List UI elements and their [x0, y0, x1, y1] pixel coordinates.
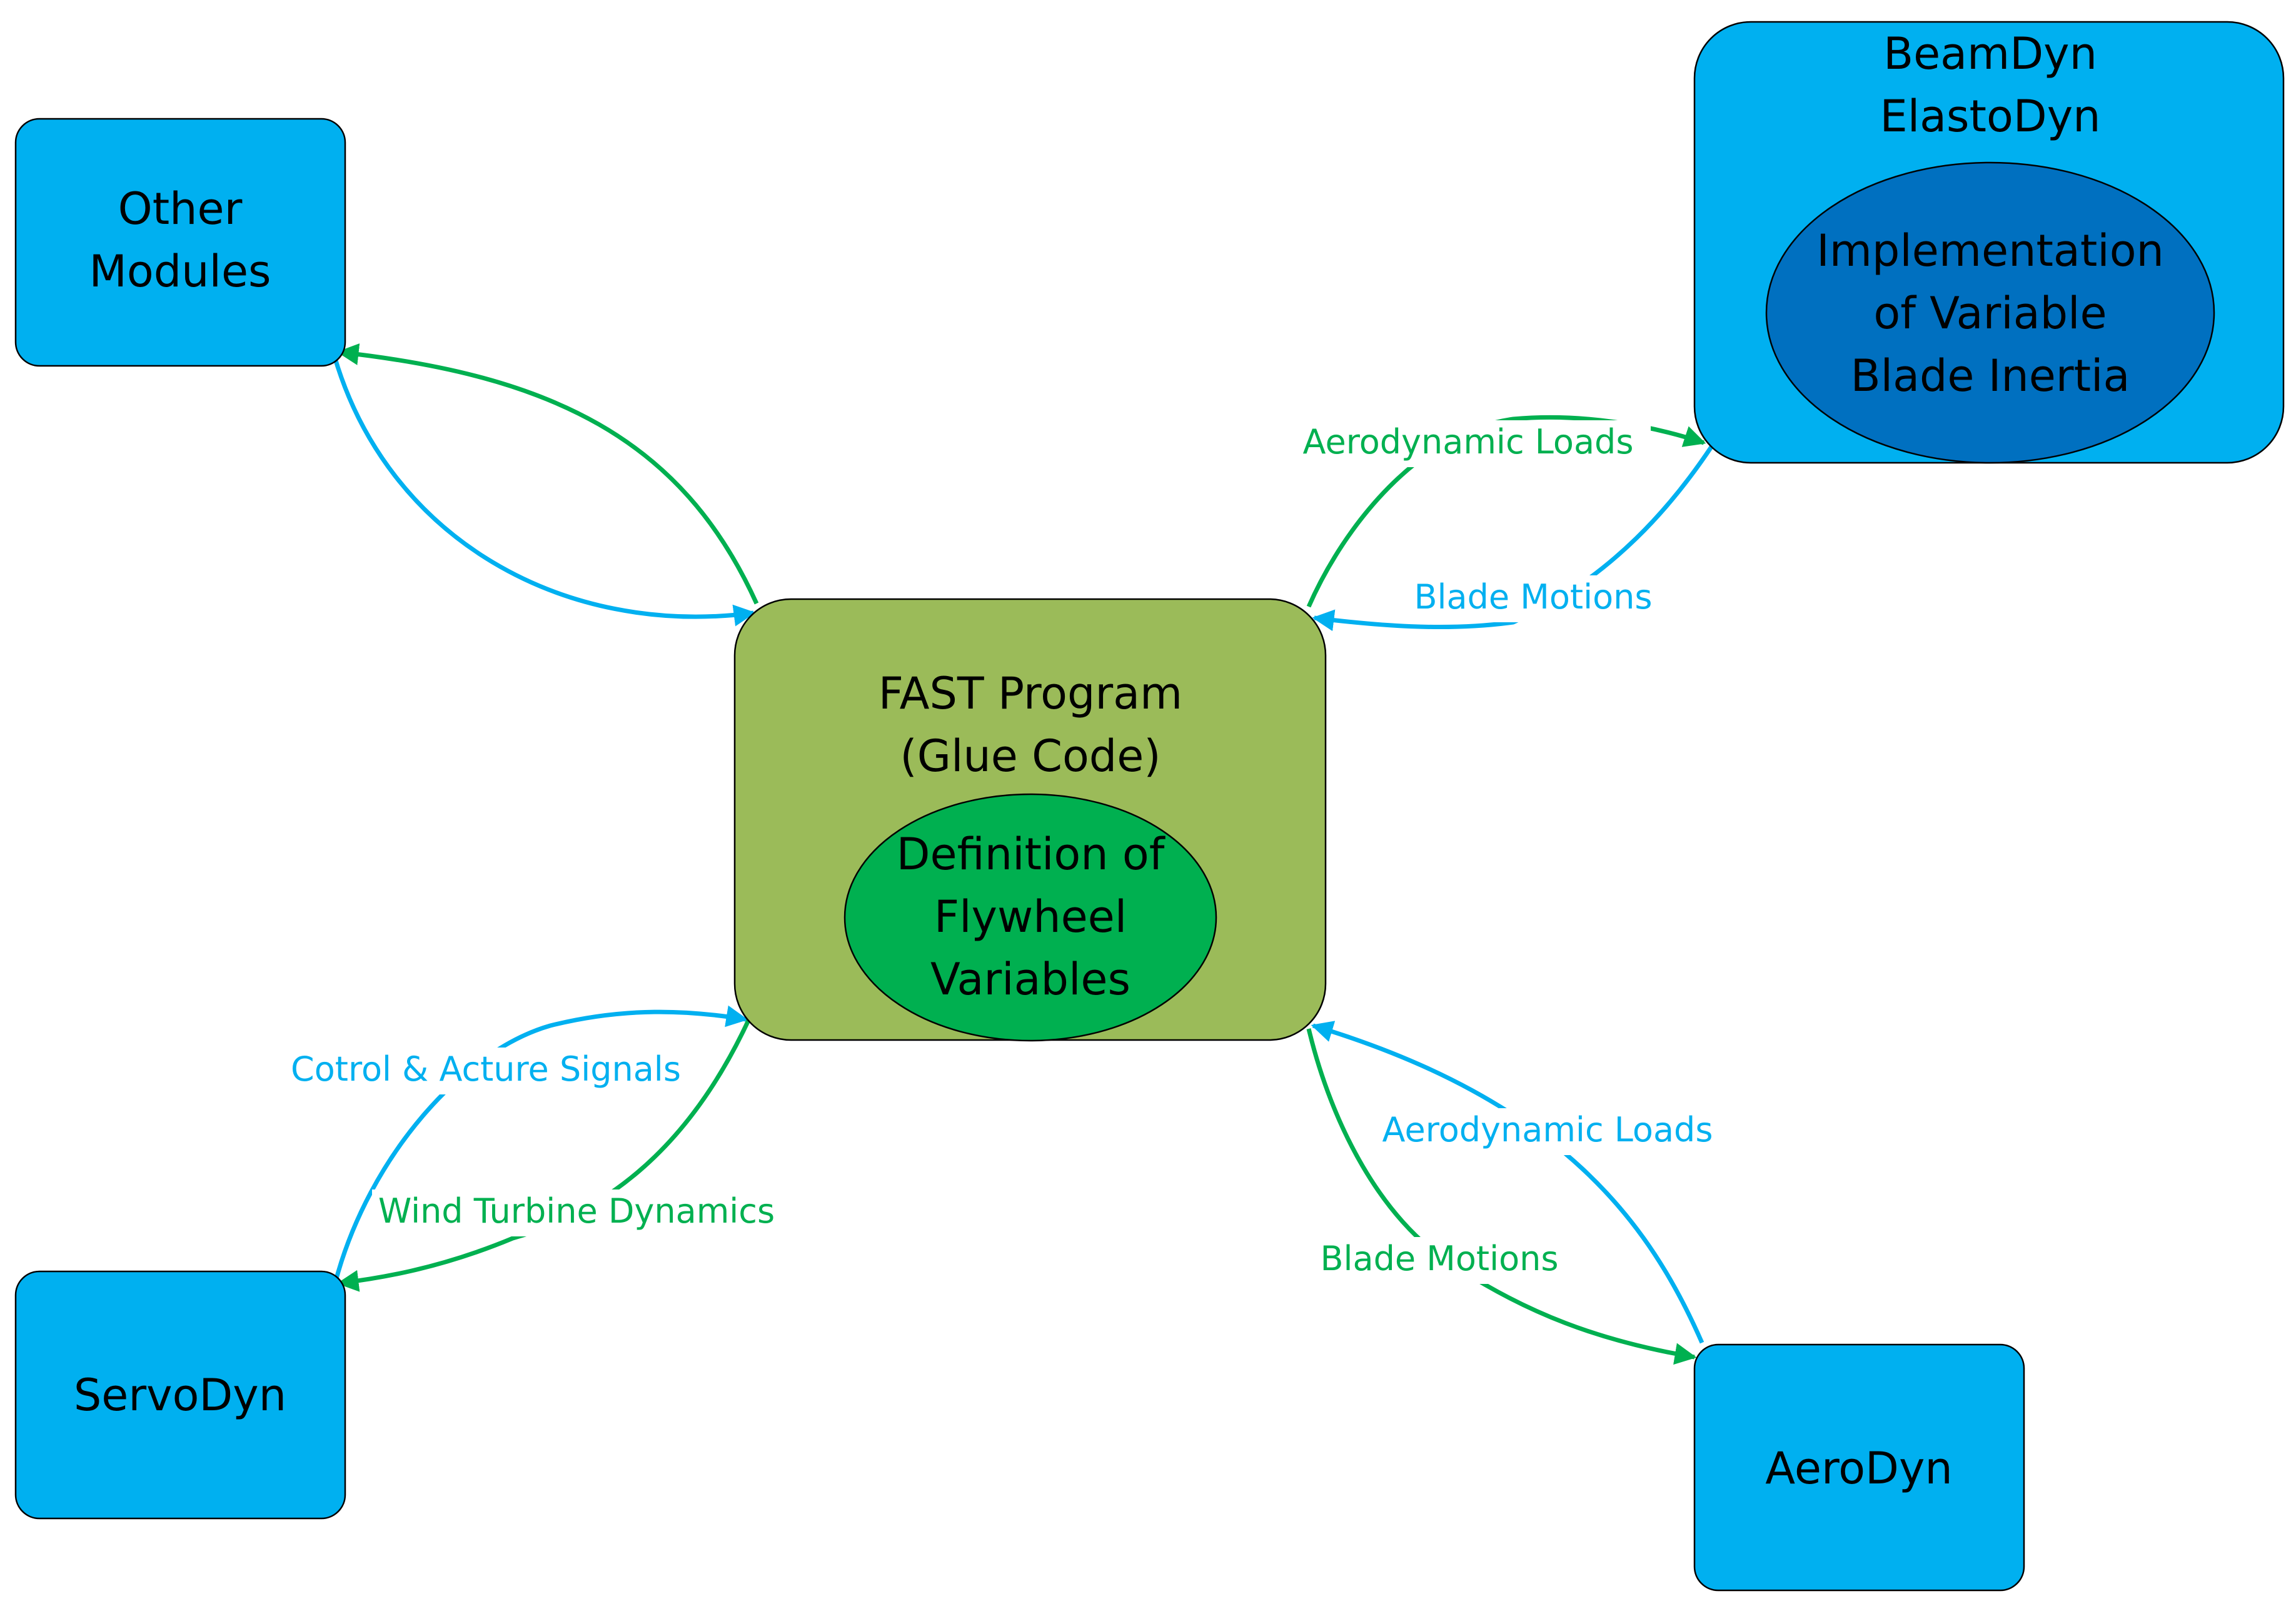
other-modules-to-fast-arrow [332, 356, 756, 627]
fast-to-aerodyn-blade-motions-arrow [1306, 1028, 1697, 1365]
inertia-label-line1: Implementation [1816, 225, 2164, 276]
aerodyn-to-fast-aerodynamic-loads-arrow [1311, 1021, 1704, 1344]
servodyn-to-fast-control-signals-arrow [333, 1005, 748, 1281]
fast-program-node: FAST Program (Glue Code) Definition of F… [733, 598, 1327, 1042]
edge-label-beam-aerodynamic-loads: Aerodynamic Loads [1303, 422, 1634, 462]
servodyn-node: ServoDyn [14, 1270, 346, 1520]
servodyn-label: ServoDyn [74, 1370, 286, 1421]
flywheel-label-line3: Variables [930, 954, 1130, 1005]
edge-label-servo-turbine-dynamics: Wind Turbine Dynamics [378, 1191, 775, 1231]
other-modules-node: Other Modules [14, 118, 346, 367]
inertia-label-line3: Blade Inertia [1851, 350, 2130, 402]
edge-label-aero-blade-motions: Blade Motions [1320, 1239, 1558, 1278]
edge-label-servo-control-signals: Cotrol & Acture Signals [291, 1049, 681, 1089]
aerodyn-label: AeroDyn [1765, 1443, 1952, 1494]
flywheel-label-line2: Flywheel [934, 891, 1127, 942]
edge-label-beam-blade-motions: Blade Motions [1414, 577, 1652, 617]
variable-blade-inertia-ellipse [1765, 161, 2215, 464]
other-modules-label-line1: Other [118, 183, 243, 235]
flywheel-variables-ellipse [843, 793, 1217, 1042]
aerodyn-node: AeroDyn [1693, 1343, 2025, 1592]
other-modules-label-line2: Modules [89, 246, 271, 297]
beamdyn-elastodyn-node: BeamDyn ElastoDyn Implementation of Vari… [1693, 21, 2285, 464]
fast-label-line2: (Glue Code) [900, 730, 1161, 782]
inertia-label-line2: of Variable [1873, 288, 2107, 339]
edge-label-aero-aerodynamic-loads: Aerodynamic Loads [1382, 1110, 1713, 1149]
flywheel-label-line1: Definition of [897, 829, 1166, 880]
fast-label-line1: FAST Program [879, 668, 1183, 719]
fast-to-other-modules-arrow [336, 343, 759, 605]
elastodyn-label: ElastoDyn [1880, 91, 2100, 142]
edge-labels: Aerodynamic Loads Blade Motions Cotrol &… [284, 420, 1726, 1284]
beamdyn-label: BeamDyn [1883, 28, 2097, 79]
